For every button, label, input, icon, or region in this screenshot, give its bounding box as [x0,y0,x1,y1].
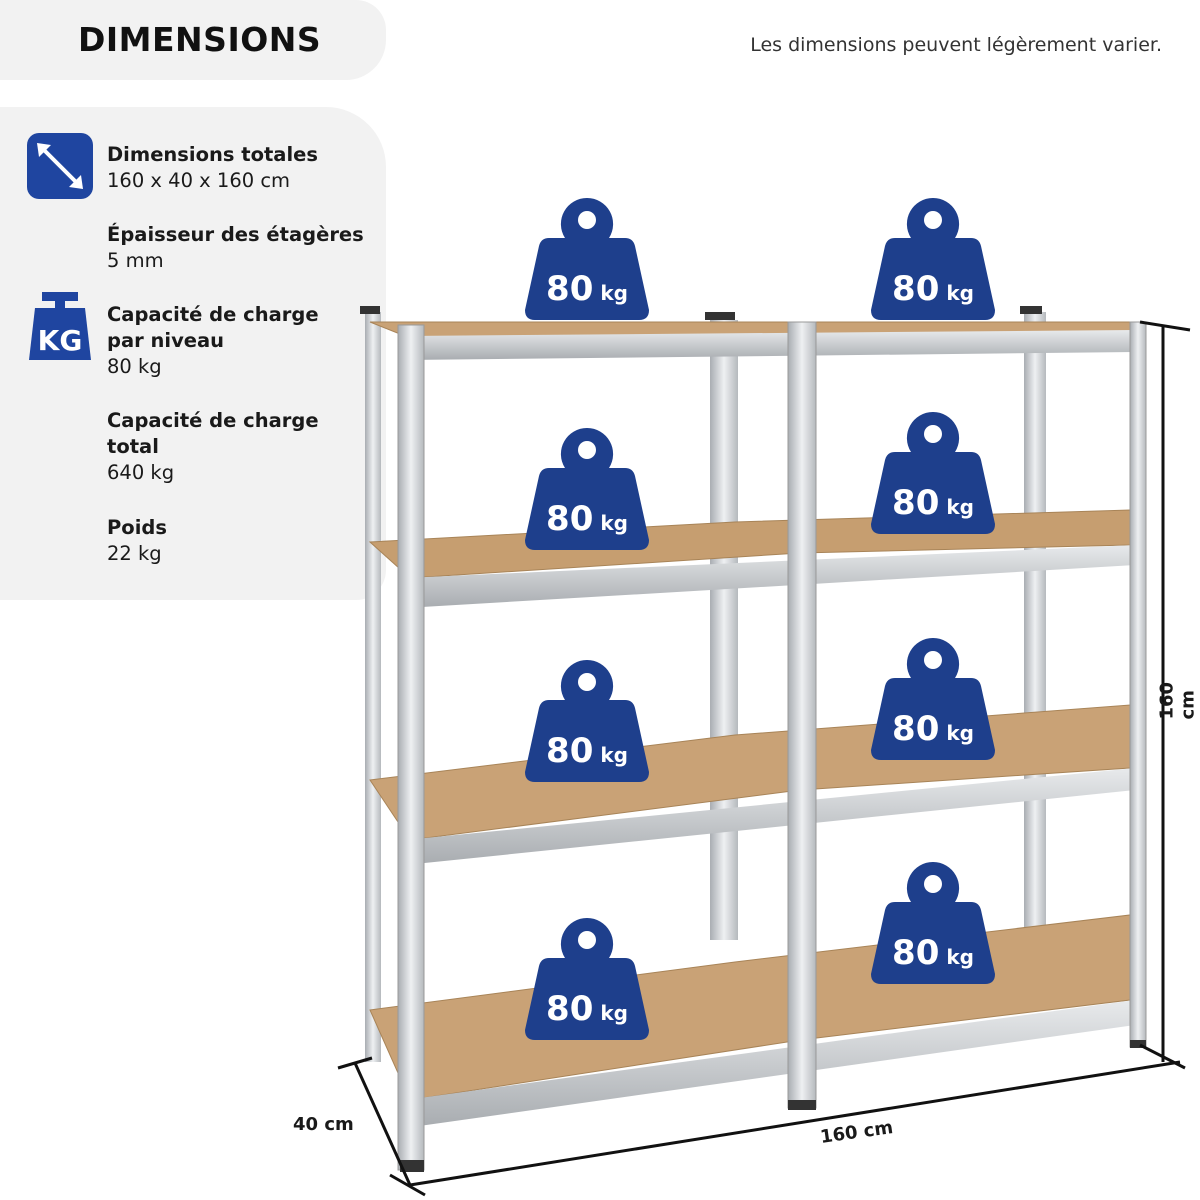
depth-label: 40 cm [293,1114,354,1135]
front-beam-4 [405,1000,1135,1128]
weight-icon [871,197,995,320]
weight-label: 80 kg [892,269,974,309]
weight-badge-80kg: 80 kg [871,637,995,762]
spec-label: Capacité de charge total [107,409,319,458]
weight-badge-80kg: 80 kg [525,659,649,784]
back-left-post [365,312,381,1062]
weight-badge-80kg: 80 kg [525,917,649,1042]
weight-badge-80kg: 80 kg [871,197,995,322]
weight-label: 80 kg [546,731,628,771]
spec-label: Poids [107,516,167,539]
weight-badge-80kg: 80 kg [525,427,649,552]
spec-label: Capacité de charge par niveau [107,303,319,352]
spec-total-dimensions: Dimensions totales 160 x 40 x 160 cm [107,142,318,194]
weight-icon [525,917,649,1040]
kg-weight-icon: KG [27,292,93,360]
spec-value: 5 mm [107,249,164,272]
weight-label: 80 kg [546,269,628,309]
page-title: DIMENSIONS [78,20,322,59]
height-label: 160 cm [1156,681,1199,720]
weight-icon [871,411,995,534]
diagonal-arrows-icon [27,133,93,199]
weight-label: 80 kg [546,989,628,1029]
weight-label: 80 kg [892,709,974,749]
weight-icon [525,659,649,782]
spec-value: 80 kg [107,355,162,378]
spec-value: 22 kg [107,542,162,565]
spec-total-load: Capacité de charge total 640 kg [107,408,347,486]
spec-weight: Poids 22 kg [107,515,167,567]
spec-shelf-thickness: Épaisseur des étagères 5 mm [107,222,364,274]
weight-badge-80kg: 80 kg [871,411,995,536]
front-middle-post [787,321,817,1109]
spec-value: 640 kg [107,461,175,484]
weight-icon [871,861,995,984]
dimension-lines [337,320,1191,1197]
weight-icon [525,427,649,550]
title-panel: DIMENSIONS [0,0,386,80]
weight-icon [525,197,649,320]
front-left-post [397,324,425,1171]
front-beam-1 [405,330,1135,360]
weight-label: 80 kg [892,933,974,973]
back-middle-post [710,320,738,940]
spec-label: Épaisseur des étagères [107,223,364,246]
spec-value: 160 x 40 x 160 cm [107,169,291,192]
weight-icon [871,637,995,760]
disclaimer-note: Les dimensions peuvent légèrement varier… [750,34,1162,56]
weight-badge-80kg: 80 kg [871,861,995,986]
front-right-post [1129,321,1147,1048]
front-beam-3 [405,768,1135,865]
back-right-post [1024,312,1046,992]
weight-label: 80 kg [546,499,628,539]
svg-text:KG: KG [38,324,83,357]
front-beam-2 [405,545,1135,608]
spec-label: Dimensions totales [107,143,318,166]
spec-load-per-level: Capacité de charge par niveau 80 kg [107,302,347,380]
weight-badge-80kg: 80 kg [525,197,649,322]
weight-label: 80 kg [892,483,974,523]
